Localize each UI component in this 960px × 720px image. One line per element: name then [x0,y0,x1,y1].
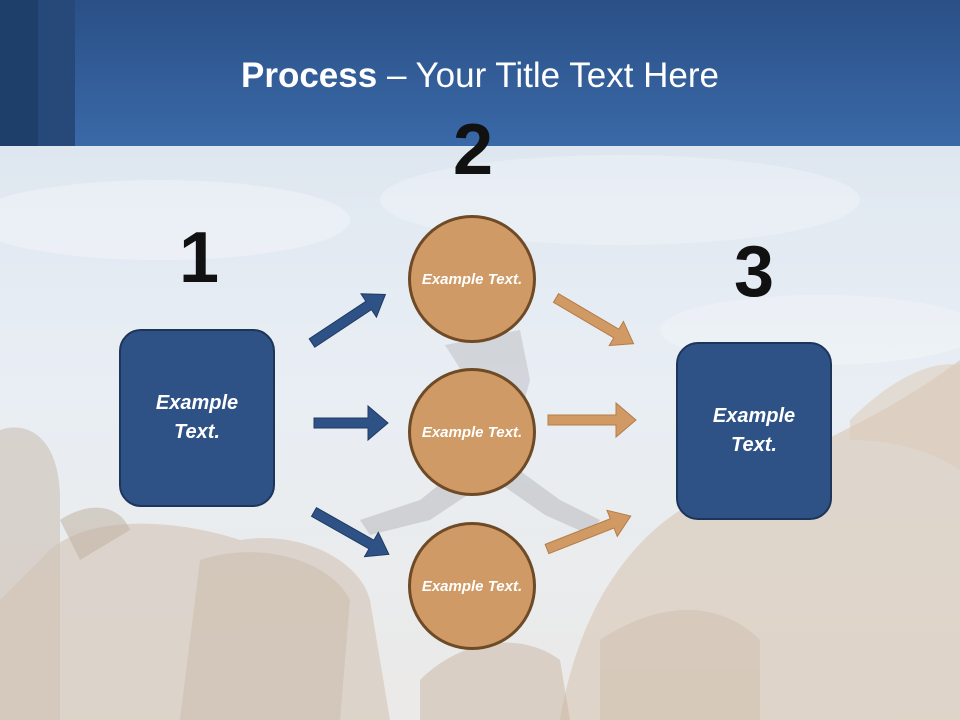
arrow-to-bottom-circle [310,506,390,558]
top-circle[interactable]: Example Text. [408,215,536,343]
title-bold: Process [241,56,378,95]
right-box-text: Example Text. [712,405,796,456]
arrow-from-top-circle [552,293,635,347]
slide-title[interactable]: Process – Your Title Text Here [0,54,960,98]
step-number-1: 1 [178,218,220,298]
bottom-circle-text: Example Text. [421,577,523,595]
header-band [0,0,960,146]
left-process-box[interactable]: Example Text. [119,329,275,507]
top-circle-text: Example Text. [421,270,523,288]
title-rest: – Your Title Text Here [377,56,719,95]
arrow-to-top-circle [308,293,387,348]
arrow-from-middle-circle [547,401,637,439]
middle-circle-text: Example Text. [421,423,523,441]
bottom-circle[interactable]: Example Text. [408,522,536,650]
middle-circle[interactable]: Example Text. [408,368,536,496]
step-number-2: 2 [452,110,494,190]
header-stripe [38,0,75,146]
arrow-to-middle-circle [313,404,389,442]
header-stripe [0,0,38,146]
left-box-text: Example Text. [155,392,239,443]
arrow-from-bottom-circle [544,509,632,555]
step-number-3: 3 [733,232,775,312]
right-process-box[interactable]: Example Text. [676,342,832,520]
